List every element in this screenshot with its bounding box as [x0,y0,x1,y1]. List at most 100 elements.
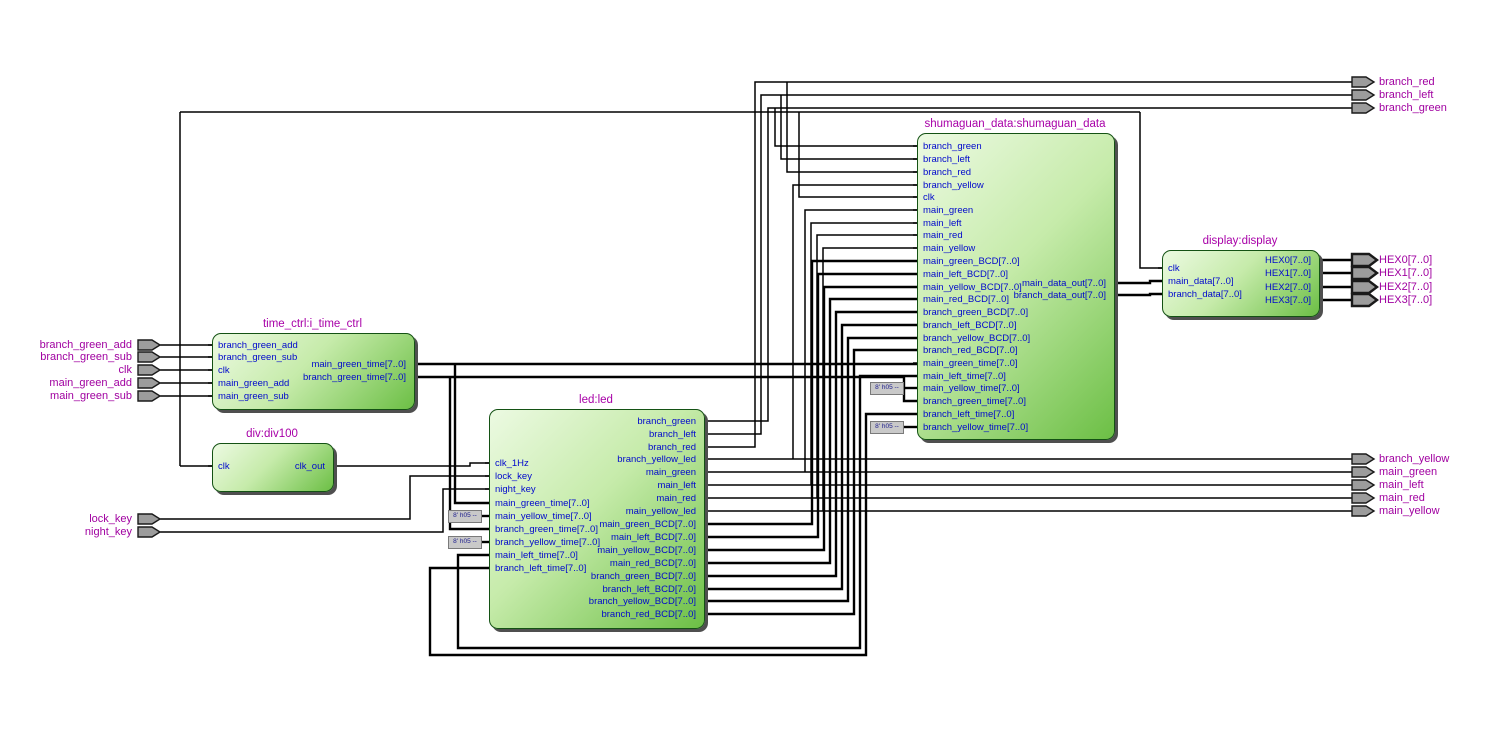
port-main-green-add: main_green_add [218,377,290,389]
pin-output-branch-red[interactable] [1351,76,1376,88]
port-branch-green-add: branch_green_add [218,339,298,351]
port-branch-data-out-7-0: branch_data_out[7..0] [1013,289,1106,301]
port-branch-data-7-0: branch_data[7..0] [1168,288,1242,300]
port-branch-green-time-7-0: branch_green_time[7..0] [495,523,598,535]
pin-output-branch-green[interactable] [1351,102,1376,114]
pin-output-hex0-7-0[interactable] [1350,252,1379,268]
module-title-div100: div:div100 [246,428,298,440]
port-main-green-time-7-0: main_green_time[7..0] [495,497,590,509]
pin-output-main-left[interactable] [1351,479,1376,491]
wire [705,323,917,591]
constant-value-box[interactable]: 8' h05 -- [448,510,482,523]
pin-output-hex1-7-0[interactable] [1350,265,1379,281]
constant-value-box[interactable]: 8' h05 -- [448,536,482,549]
pin-input-lock-key[interactable] [137,513,162,525]
port-branch-green: branch_green [923,140,982,152]
pin-label-night-key: night_key [84,526,132,538]
wire [810,222,917,485]
port-main-green-time-7-0: main_green_time[7..0] [923,357,1018,369]
pin-label-branch-green-sub: branch_green_sub [40,351,132,363]
pin-input-main-green-add[interactable] [137,377,162,389]
wire [774,108,917,147]
pin-input-main-green-sub[interactable] [137,390,162,402]
pin-label-branch-red: branch_red [1379,76,1435,88]
wire [705,310,917,578]
wire [804,209,917,472]
port-main-left-bcd-7-0: main_left_BCD[7..0] [923,268,1009,280]
port-branch-green-sub: branch_green_sub [218,351,298,363]
port-branch-green-bcd-7-0: branch_green_BCD[7..0] [923,306,1029,318]
pin-output-branch-yellow[interactable] [1351,453,1376,465]
pin-output-main-yellow[interactable] [1351,505,1376,517]
port-main-left-time-7-0: main_left_time[7..0] [923,370,1006,382]
module-title-time-ctrl: time_ctrl:i_time_ctrl [262,318,363,330]
wire [705,94,1352,435]
port-main-yellow-bcd-7-0: main_yellow_BCD[7..0] [923,281,1022,293]
port-main-red: main_red [923,229,963,241]
wire [705,336,917,603]
port-main-green: main_green [923,204,974,216]
port-main-left: main_left [923,217,962,229]
wire [705,107,1352,422]
port-branch-left-time-7-0: branch_left_time[7..0] [495,562,587,574]
port-main-green: main_green [645,466,696,478]
module-time-ctrl[interactable] [212,333,415,410]
port-main-red: main_red [656,492,696,504]
port-branch-red-bcd-7-0: branch_red_BCD[7..0] [601,608,696,620]
pin-input-night-key[interactable] [137,526,162,538]
pin-label-lock-key: lock_key [89,513,132,525]
module-led[interactable] [489,409,705,629]
port-hex1-7-0: HEX1[7..0] [1265,267,1311,279]
pin-output-main-red[interactable] [1351,492,1376,504]
port-hex3-7-0: HEX3[7..0] [1265,294,1311,306]
module-div100[interactable] [212,443,334,492]
port-hex0-7-0: HEX0[7..0] [1265,254,1311,266]
port-clk: clk [218,364,230,376]
port-branch-green-bcd-7-0: branch_green_BCD[7..0] [590,570,696,582]
pin-label-main-green-add: main_green_add [49,377,132,389]
module-display[interactable] [1162,250,1320,317]
constant-value-box[interactable]: 8' h05 -- [870,382,904,395]
port-branch-yellow: branch_yellow [923,179,984,191]
constant-value-box[interactable]: 8' h05 -- [870,421,904,434]
pin-input-clk[interactable] [137,364,162,376]
pin-label-main-red: main_red [1379,492,1425,504]
pin-label-main-left: main_left [1379,479,1424,491]
wire [160,488,489,533]
pin-label-hex2-7-0: HEX2[7..0] [1379,281,1433,293]
pin-label-branch-green-add: branch_green_add [39,339,132,351]
wire [453,364,489,505]
wire [792,184,917,459]
port-main-red-bcd-7-0: main_red_BCD[7..0] [923,293,1010,305]
module-title-display: display:display [1202,235,1278,247]
wire [705,259,917,526]
port-night-key: night_key [495,483,536,495]
pin-label-main-green: main_green [1379,466,1438,478]
wire [332,462,489,467]
pin-input-branch-green-sub[interactable] [137,351,162,363]
pin-label-hex3-7-0: HEX3[7..0] [1379,294,1433,306]
module-title-shumaguan-data: shumaguan_data:shumaguan_data [924,118,1106,130]
port-branch-red: branch_red [647,441,696,453]
module-shumaguan-data[interactable] [917,133,1115,440]
port-main-data-out-7-0: main_data_out[7..0] [1022,277,1106,289]
port-main-left: main_left [657,479,696,491]
pin-output-hex2-7-0[interactable] [1350,279,1379,295]
port-main-green-bcd-7-0: main_green_BCD[7..0] [599,518,696,530]
pin-input-branch-green-add[interactable] [137,339,162,351]
pin-label-clk: clk [118,364,132,376]
pin-output-branch-left[interactable] [1351,89,1376,101]
port-branch-green: branch_green [637,415,696,427]
pin-label-branch-yellow: branch_yellow [1379,453,1450,465]
port-clk: clk [1168,262,1180,274]
pin-output-hex3-7-0[interactable] [1350,292,1379,308]
pin-output-main-green[interactable] [1351,466,1376,478]
port-main-yellow-led: main_yellow_led [625,505,696,517]
wire [1139,112,1162,269]
port-main-yellow-time-7-0: main_yellow_time[7..0] [923,382,1020,394]
wire [705,272,917,539]
wire [428,412,917,657]
wire [798,112,917,198]
